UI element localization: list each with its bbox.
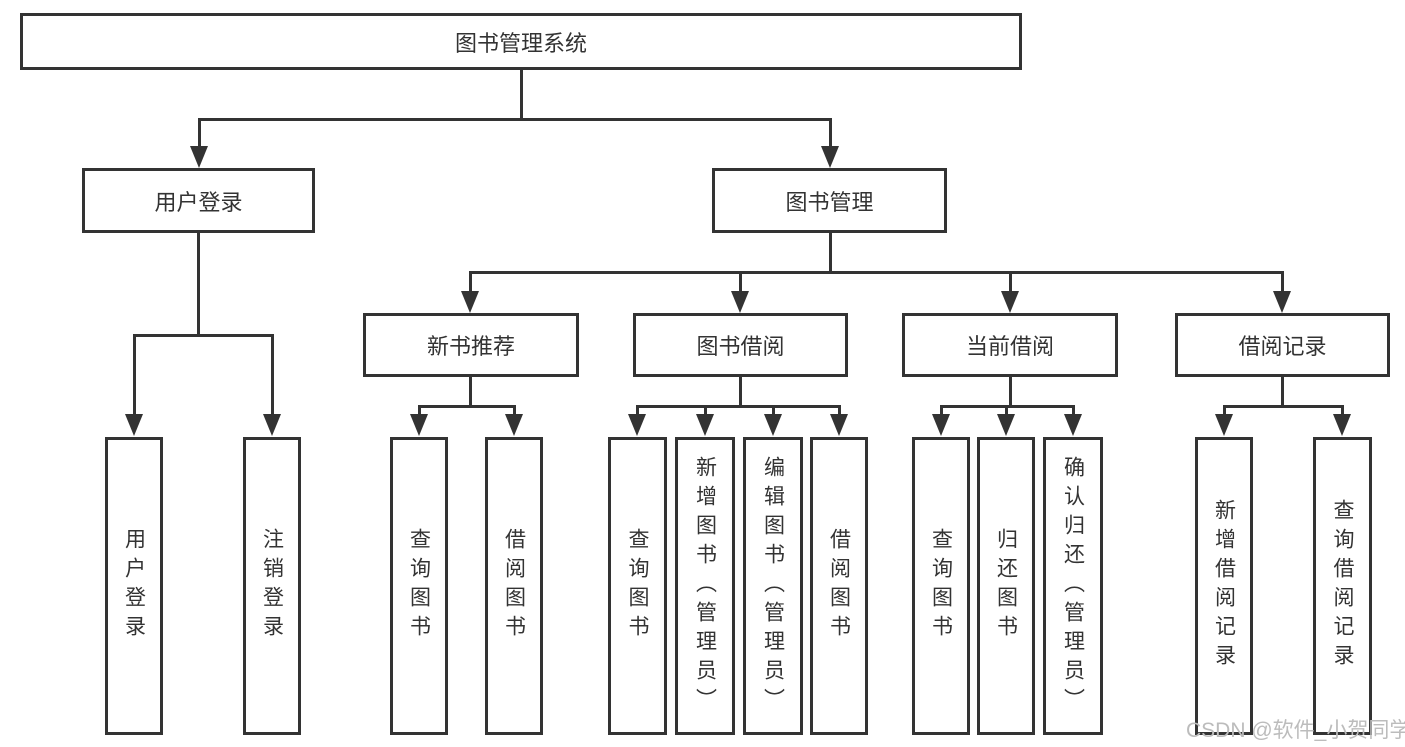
connector-line (520, 70, 523, 120)
connector-line (739, 271, 742, 293)
leaf-logout: 注销登录 (243, 437, 301, 735)
connector-arrowhead (764, 414, 782, 436)
leaf-br-query-record-label: 查询借阅记录 (1331, 499, 1354, 673)
connector-line (838, 405, 841, 416)
connector-line (1005, 405, 1008, 416)
leaf-cb-confirm-return: 确认归还（管理员） (1043, 437, 1103, 735)
leaf-nb-borrow-books-label: 借阅图书 (502, 528, 526, 644)
connector-arrowhead (263, 414, 281, 436)
leaf-cb-query-books: 查询图书 (912, 437, 970, 735)
leaf-br-add-record-label: 新增借阅记录 (1212, 499, 1236, 673)
connector-line (198, 118, 201, 148)
connector-line (197, 233, 200, 336)
leaf-nb-borrow-books: 借阅图书 (485, 437, 543, 735)
leaf-nb-query-books-label: 查询图书 (407, 528, 431, 644)
connector-arrowhead (1333, 414, 1351, 436)
connector-line (1281, 271, 1284, 293)
connector-arrowhead (190, 146, 208, 168)
node-new-book-recommend: 新书推荐 (363, 313, 579, 377)
connector-arrowhead (1273, 291, 1291, 313)
node-root-label: 图书管理系统 (454, 30, 587, 56)
connector-line (271, 334, 274, 415)
leaf-bb-edit-books: 编辑图书（管理员） (743, 437, 803, 735)
connector-line (829, 118, 832, 148)
connector-line (469, 271, 1284, 274)
node-current-borrow-label: 当前借阅 (965, 334, 1054, 359)
leaf-bb-query-books-label: 查询图书 (626, 528, 649, 644)
node-new-book-recommend-label: 新书推荐 (426, 334, 515, 359)
connector-line (418, 405, 516, 408)
connector-arrowhead (830, 414, 848, 436)
connector-line (1341, 405, 1344, 416)
connector-line (469, 271, 472, 293)
connector-arrowhead (505, 414, 523, 436)
connector-line (513, 405, 516, 416)
leaf-bb-edit-books-label: 编辑图书（管理员） (761, 455, 785, 717)
connector-line (133, 334, 274, 337)
connector-line (1223, 405, 1344, 408)
connector-line (469, 377, 472, 407)
watermark-text: CSDN @软件_小贺同学 (1186, 719, 1405, 742)
leaf-bb-borrow-books: 借阅图书 (810, 437, 868, 735)
leaf-bb-add-books-label: 新增图书（管理员） (693, 455, 717, 717)
connector-arrowhead (932, 414, 950, 436)
connector-line (636, 405, 639, 416)
node-book-mgmt: 图书管理 (712, 168, 947, 233)
leaf-cb-confirm-return-label: 确认归还（管理员） (1061, 455, 1085, 717)
node-user-login-label: 用户登录 (154, 189, 243, 215)
node-user-login: 用户登录 (82, 168, 315, 233)
connector-arrowhead (696, 414, 714, 436)
leaf-user-login: 用户登录 (105, 437, 163, 735)
connector-line (940, 405, 943, 416)
connector-line (133, 334, 136, 415)
node-book-borrow: 图书借阅 (633, 313, 848, 377)
connector-line (418, 405, 421, 416)
leaf-bb-add-books: 新增图书（管理员） (675, 437, 735, 735)
connector-arrowhead (997, 414, 1015, 436)
connector-arrowhead (410, 414, 428, 436)
leaf-bb-borrow-books-label: 借阅图书 (827, 528, 851, 644)
connector-arrowhead (821, 146, 839, 168)
node-root: 图书管理系统 (20, 13, 1022, 70)
leaf-cb-return-books-label: 归还图书 (994, 528, 1018, 644)
connector-line (1223, 405, 1226, 416)
connector-line (1281, 377, 1284, 407)
node-borrow-record: 借阅记录 (1175, 313, 1390, 377)
leaf-cb-return-books: 归还图书 (977, 437, 1035, 735)
node-current-borrow: 当前借阅 (902, 313, 1118, 377)
leaf-cb-query-books-label: 查询图书 (929, 528, 953, 644)
leaf-logout-label: 注销登录 (260, 528, 284, 644)
connector-line (636, 405, 841, 408)
connector-line (198, 118, 832, 121)
leaf-user-login-label: 用户登录 (122, 528, 146, 644)
connector-arrowhead (1001, 291, 1019, 313)
connector-line (704, 405, 707, 416)
connector-line (772, 405, 775, 416)
connector-arrowhead (1215, 414, 1233, 436)
connector-line (739, 377, 742, 407)
connector-line (1009, 377, 1012, 407)
node-book-mgmt-label: 图书管理 (785, 189, 874, 215)
connector-arrowhead (731, 291, 749, 313)
leaf-br-add-record: 新增借阅记录 (1195, 437, 1253, 735)
connector-arrowhead (628, 414, 646, 436)
connector-arrowhead (1064, 414, 1082, 436)
leaf-nb-query-books: 查询图书 (390, 437, 448, 735)
node-book-borrow-label: 图书借阅 (696, 334, 785, 359)
connector-arrowhead (461, 291, 479, 313)
leaf-br-query-record: 查询借阅记录 (1313, 437, 1372, 735)
connector-line (1009, 271, 1012, 293)
connector-arrowhead (125, 414, 143, 436)
connector-line (829, 233, 832, 273)
leaf-bb-query-books: 查询图书 (608, 437, 667, 735)
connector-line (1072, 405, 1075, 416)
node-borrow-record-label: 借阅记录 (1238, 334, 1327, 359)
